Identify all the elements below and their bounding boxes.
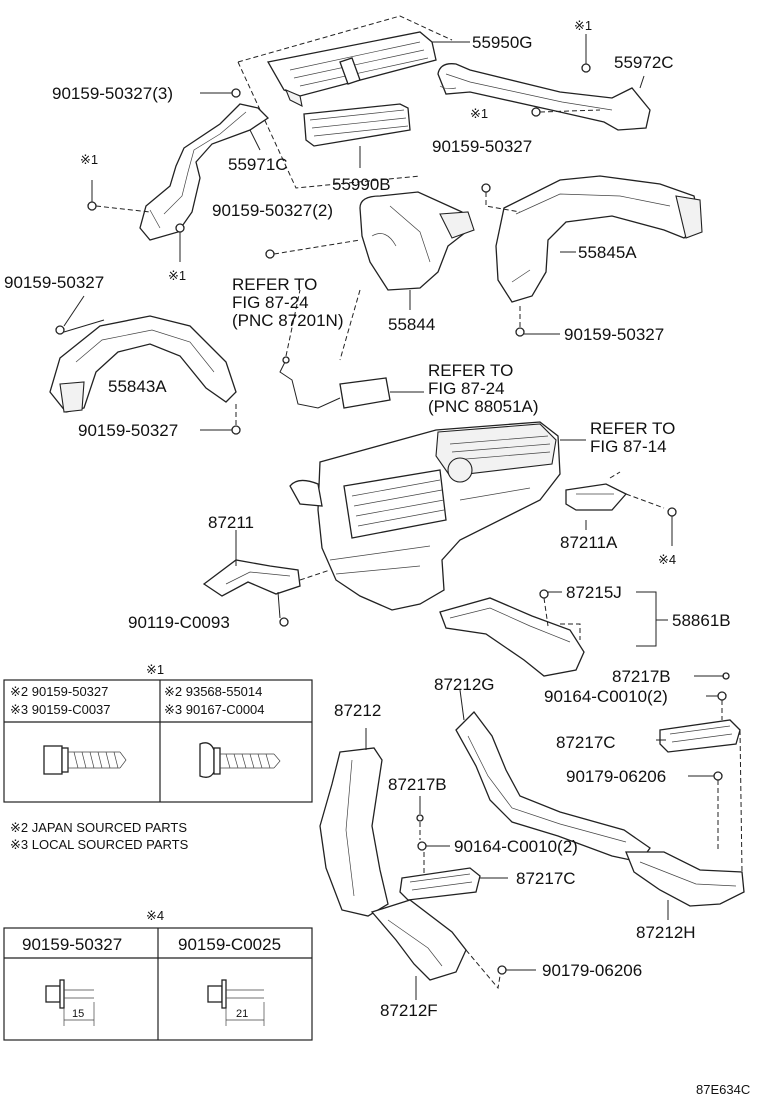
table1-col1-row2: ※3 90159-C0037	[10, 702, 111, 717]
table4-col2: 90159-C0025	[178, 935, 281, 954]
bolt-flange-icon	[43, 745, 127, 775]
label-90179-06206-a: 90179-06206	[566, 767, 666, 786]
label-87215j: 87215J	[566, 583, 622, 602]
label-90164-c0010-2a: 90164-C0010(2)	[544, 687, 668, 706]
label-mark1-left: ※1	[80, 152, 98, 167]
label-55990b: 55990B	[332, 175, 391, 194]
label-90159-50327-3: 90159-50327(3)	[52, 84, 173, 103]
label-87212: 87212	[334, 701, 381, 720]
label-90159-50327-2: 90159-50327(2)	[212, 201, 333, 220]
label-55845a: 55845A	[578, 243, 637, 262]
label-90159-50327-a: 90159-50327	[432, 137, 532, 156]
label-mark4: ※4	[658, 552, 676, 567]
sensor-harness	[279, 356, 391, 409]
label-90119-c0093: 90119-C0093	[128, 613, 230, 632]
label-refer3-line1: REFER TO	[590, 419, 675, 438]
bolt-long-icon: 21	[207, 979, 265, 1026]
label-refer1-line2: FIG 87-24	[232, 293, 309, 312]
label-87217b-b: 87217B	[388, 775, 447, 794]
label-87212f: 87212F	[380, 1001, 438, 1020]
label-87217c-b: 87217C	[516, 869, 576, 888]
label-refer2-line3: (PNC 88051A)	[428, 397, 539, 416]
note-local-sourced: ※3 LOCAL SOURCED PARTS	[10, 837, 189, 852]
label-90159-50327-d: 90159-50327	[78, 421, 178, 440]
part-labels: 55950G 55972C 90159-50327(3) ※1 ※1 55971…	[4, 18, 750, 1097]
label-87217c-a: 87217C	[556, 733, 616, 752]
label-55843a: 55843A	[108, 377, 167, 396]
label-refer1-line1: REFER TO	[232, 275, 317, 294]
duct-87211[interactable]	[202, 559, 301, 597]
label-55972c: 55972C	[614, 53, 674, 72]
register-87217c-right[interactable]	[659, 719, 741, 753]
label-87212h: 87212H	[636, 923, 696, 942]
label-87212g: 87212G	[434, 675, 495, 694]
table4-dim1: 15	[72, 1008, 84, 1020]
table4-col1: 90159-50327	[22, 935, 122, 954]
diagram-code: 87E634C	[696, 1082, 750, 1097]
label-55844: 55844	[388, 315, 435, 334]
bolt-washer-icon	[199, 742, 281, 778]
fastener-marks	[55, 63, 730, 975]
label-90179-06206-b: 90179-06206	[542, 961, 642, 980]
register-duct-55950g[interactable]	[266, 31, 437, 107]
label-58861b: 58861B	[672, 611, 731, 630]
label-55950g: 55950G	[472, 33, 533, 52]
hvac-unit	[289, 421, 561, 611]
label-refer1-line3: (PNC 87201N)	[232, 311, 344, 330]
duct-87211a[interactable]	[565, 483, 628, 511]
label-mark1-mid: ※1	[470, 106, 488, 121]
table1-col2-row1: ※2 93568-55014	[164, 684, 262, 699]
register-55990b[interactable]	[303, 103, 411, 147]
table4-mark: ※4	[146, 908, 164, 923]
fastener-table-4: ※4 90159-50327 90159-C0025 15 21	[3, 908, 313, 1041]
duct-87212[interactable]	[319, 747, 389, 917]
duct-55843a[interactable]	[49, 315, 237, 413]
duct-55845a[interactable]	[495, 175, 703, 303]
table4-dim2: 21	[236, 1008, 248, 1020]
label-mark1-top: ※1	[574, 18, 592, 33]
duct-55972c[interactable]	[437, 63, 651, 131]
label-mark1-leftlow: ※1	[168, 268, 186, 283]
duct-87212f[interactable]	[370, 899, 467, 981]
label-90159-50327-b: 90159-50327	[4, 273, 104, 292]
label-90159-50327-c: 90159-50327	[564, 325, 664, 344]
duct-87212g[interactable]	[455, 711, 651, 863]
label-refer3-line2: FIG 87-14	[590, 437, 667, 456]
duct-58861b[interactable]	[439, 597, 585, 677]
bolt-short-icon: 15	[45, 979, 95, 1026]
table1-mark: ※1	[146, 662, 164, 677]
label-refer2-line2: FIG 87-24	[428, 379, 505, 398]
note-japan-sourced: ※2 JAPAN SOURCED PARTS	[10, 820, 187, 835]
label-55971c: 55971C	[228, 155, 288, 174]
label-87211a: 87211A	[560, 533, 618, 552]
table1-col2-row2: ※3 90167-C0004	[164, 702, 265, 717]
duct-87212h[interactable]	[625, 851, 745, 907]
duct-55844[interactable]	[359, 191, 475, 291]
label-87211: 87211	[208, 513, 254, 532]
label-90164-c0010-2b: 90164-C0010(2)	[454, 837, 578, 856]
fastener-table-1: ※1 ※2 90159-50327 ※3 90159-C0037 ※2 9356…	[3, 662, 313, 803]
leader-lines	[63, 34, 743, 1000]
label-87217b-a: 87217B	[612, 667, 671, 686]
register-87217c-center[interactable]	[399, 867, 481, 901]
table1-col1-row1: ※2 90159-50327	[10, 684, 108, 699]
label-refer2-line1: REFER TO	[428, 361, 513, 380]
